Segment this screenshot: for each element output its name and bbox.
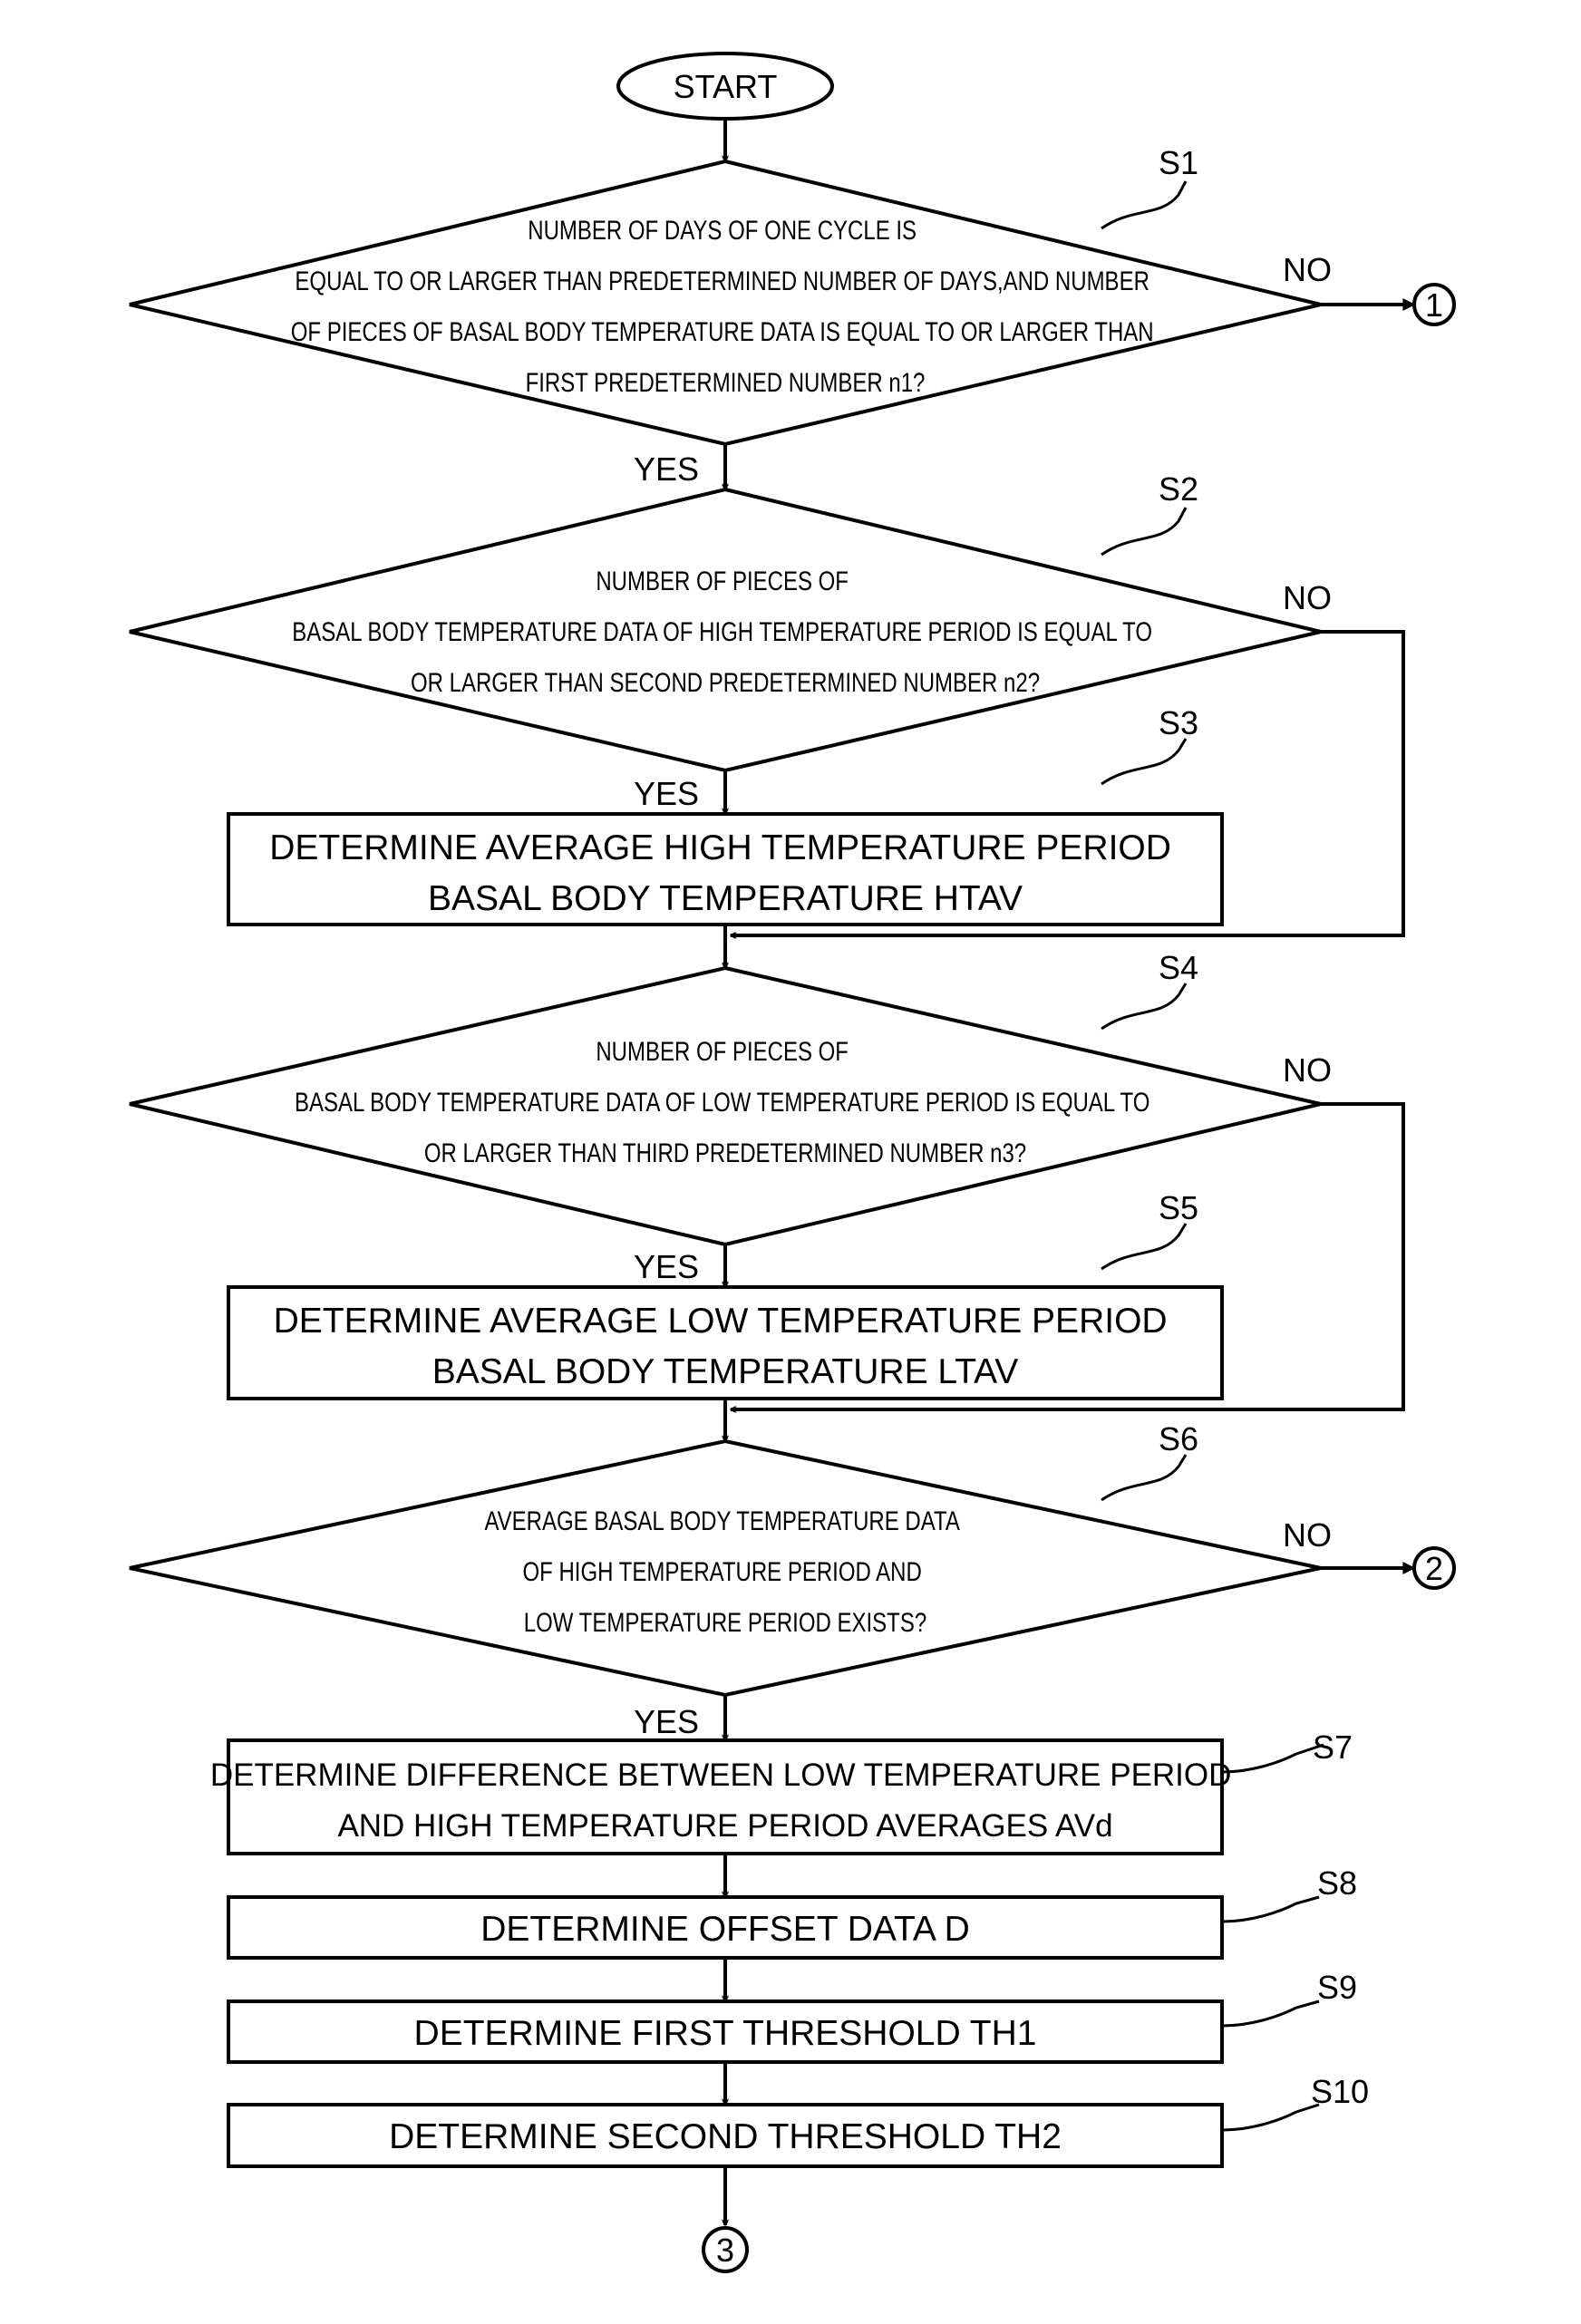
s4-no-label: NO (1283, 1051, 1332, 1089)
s9-step-label: S9 (1317, 1969, 1357, 2006)
s8-step-label: S8 (1317, 1864, 1357, 1902)
s4-line-1: NUMBER OF PIECES OF (596, 1035, 849, 1066)
s4-line-2: BASAL BODY TEMPERATURE DATA OF LOW TEMPE… (295, 1086, 1149, 1117)
s10-step-label: S10 (1311, 2073, 1369, 2110)
s1-line-1: NUMBER OF DAYS OF ONE CYCLE IS (528, 214, 917, 245)
s2-line-2: BASAL BODY TEMPERATURE DATA OF HIGH TEMP… (292, 615, 1152, 646)
s6-line-2: OF HIGH TEMPERATURE PERIOD AND (522, 1555, 921, 1586)
s1-step-label: S1 (1159, 144, 1198, 181)
s2-step-label: S2 (1159, 470, 1198, 508)
s1-line-4: FIRST PREDETERMINED NUMBER n1? (526, 366, 926, 397)
s3-line-1: DETERMINE AVERAGE HIGH TEMPERATURE PERIO… (269, 828, 1171, 867)
s1-line-3: OF PIECES OF BASAL BODY TEMPERATURE DATA… (291, 315, 1154, 346)
decision-s2: NUMBER OF PIECES OF BASAL BODY TEMPERATU… (130, 489, 1321, 770)
connector-3: 3 (703, 2228, 747, 2271)
s2-line-1: NUMBER OF PIECES OF (596, 565, 849, 596)
svg-text:AVERAGE BASAL BODY TEMPERATURE: AVERAGE BASAL BODY TEMPERATURE DATA OF H… (484, 1505, 965, 1637)
connector-1-label: 1 (1425, 286, 1443, 324)
process-s7: DETERMINE DIFFERENCE BETWEEN LOW TEMPERA… (210, 1740, 1240, 1854)
s3-step-label: S3 (1159, 704, 1198, 741)
start-label: START (674, 68, 778, 105)
s7-line-2: AND HIGH TEMPERATURE PERIOD AVERAGES AVd (337, 1808, 1112, 1844)
decision-s1: NUMBER OF DAYS OF ONE CYCLE IS EQUAL TO … (130, 161, 1321, 444)
connector-2-label: 2 (1425, 1550, 1443, 1587)
s1-yes-label: YES (634, 450, 699, 488)
s6-step-label: S6 (1159, 1420, 1198, 1457)
process-s9: DETERMINE FIRST THRESHOLD TH1 (228, 2001, 1222, 2062)
decision-s4: NUMBER OF PIECES OF BASAL BODY TEMPERATU… (130, 968, 1321, 1244)
s8-line-1: DETERMINE OFFSET DATA D (480, 1910, 970, 1949)
s7-line-1: DETERMINE DIFFERENCE BETWEEN LOW TEMPERA… (210, 1758, 1232, 1793)
s7-step-label: S7 (1313, 1728, 1353, 1766)
connector-1: 1 (1414, 285, 1454, 324)
start-terminal: START (618, 53, 832, 119)
connector-3-label: 3 (716, 2232, 734, 2269)
process-s8: DETERMINE OFFSET DATA D (228, 1897, 1222, 1958)
s6-yes-label: YES (634, 1703, 699, 1740)
s5-line-2: BASAL BODY TEMPERATURE LTAV (432, 1352, 1019, 1391)
s4-yes-label: YES (634, 1248, 699, 1285)
connector-2: 2 (1414, 1548, 1454, 1588)
decision-s6: AVERAGE BASAL BODY TEMPERATURE DATA OF H… (130, 1441, 1321, 1695)
process-s10: DETERMINE SECOND THRESHOLD TH2 (228, 2105, 1222, 2166)
s1-no-label: NO (1283, 251, 1332, 288)
s5-line-1: DETERMINE AVERAGE LOW TEMPERATURE PERIOD (274, 1302, 1168, 1341)
s5-step-label: S5 (1159, 1189, 1198, 1226)
s10-line-1: DETERMINE SECOND THRESHOLD TH2 (389, 2117, 1062, 2156)
s4-step-label: S4 (1159, 949, 1198, 986)
s1-line-2: EQUAL TO OR LARGER THAN PREDETERMINED NU… (295, 265, 1149, 295)
s9-line-1: DETERMINE FIRST THRESHOLD TH1 (414, 2014, 1037, 2053)
process-s5: DETERMINE AVERAGE LOW TEMPERATURE PERIOD… (228, 1287, 1222, 1399)
s6-line-3: LOW TEMPERATURE PERIOD EXISTS? (524, 1606, 926, 1637)
s6-no-label: NO (1283, 1516, 1332, 1554)
s2-no-label: NO (1283, 579, 1332, 616)
s2-yes-label: YES (634, 775, 699, 812)
s6-line-1: AVERAGE BASAL BODY TEMPERATURE DATA (484, 1505, 960, 1535)
process-s3: DETERMINE AVERAGE HIGH TEMPERATURE PERIO… (228, 814, 1222, 925)
s2-line-3: OR LARGER THAN SECOND PREDETERMINED NUMB… (411, 666, 1040, 697)
s4-line-3: OR LARGER THAN THIRD PREDETERMINED NUMBE… (424, 1137, 1026, 1167)
s3-line-2: BASAL BODY TEMPERATURE HTAV (428, 879, 1023, 918)
